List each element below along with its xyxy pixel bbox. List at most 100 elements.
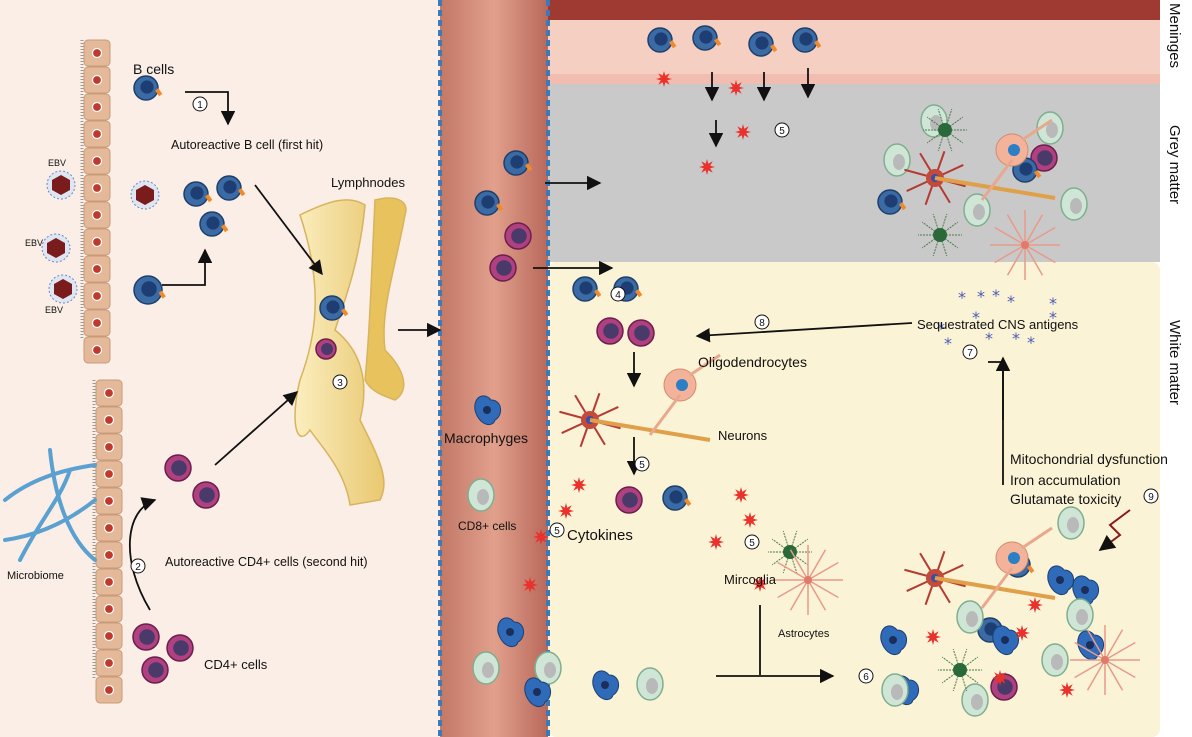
label-cd8-cells: CD8+ cells <box>458 519 516 533</box>
antigen-icon: * <box>958 288 966 307</box>
b-cell-icon <box>647 27 677 53</box>
epithelial-cell <box>83 309 111 337</box>
epithelial-cell <box>83 120 111 148</box>
cd8-cell-icon <box>636 667 664 701</box>
oligodendrocyte-icon <box>980 526 1053 609</box>
cytokine-icon <box>742 512 758 528</box>
step-marker: 5 <box>549 522 565 538</box>
b-cell-icon <box>133 275 166 305</box>
cd8-cell-icon <box>883 143 911 177</box>
cd8-cell-icon <box>1060 187 1088 221</box>
microglia-icon <box>918 213 962 257</box>
white-matter-region <box>548 262 1160 737</box>
step-marker: 7 <box>962 344 978 360</box>
epithelial-cell <box>95 379 123 407</box>
step-number: 8 <box>759 318 765 329</box>
cytokine-icon <box>522 577 538 593</box>
step-number: 6 <box>863 672 869 683</box>
cytokine-icon <box>728 80 744 96</box>
astrocyte-icon <box>1070 625 1140 695</box>
b-cell-icon <box>319 295 349 321</box>
cd8-cell-icon <box>881 673 909 707</box>
step-number: 5 <box>639 460 645 471</box>
antigen-icon: * <box>1027 333 1035 352</box>
step-marker: 2 <box>130 558 146 574</box>
cd4-cell-icon <box>141 656 169 684</box>
antigen-icon: * <box>1012 329 1020 348</box>
gut-epithelium-upper <box>80 39 111 364</box>
epithelial-cell <box>83 282 111 310</box>
step-marker: 5 <box>634 456 650 472</box>
grey-matter-region <box>548 82 1160 262</box>
cytokine-icon <box>733 487 749 503</box>
label-ebv-3: EBV <box>45 305 63 315</box>
epithelial-cell <box>95 433 123 461</box>
label-mito-dysfunction: Mitochondrial dysfunction <box>1010 451 1168 467</box>
epithelial-cell <box>95 406 123 434</box>
label-iron-accumulation: Iron accumulation <box>1010 472 1121 488</box>
cd8-cell-icon <box>472 651 500 685</box>
side-label-white-matter: White matter <box>1166 320 1183 405</box>
macrophage-icon <box>497 617 524 648</box>
cd8-cell-icon <box>1041 643 1069 677</box>
neuron-icon <box>904 550 1056 606</box>
antigen-icon: * <box>1049 308 1057 327</box>
blood-vessel <box>440 0 548 737</box>
antigens-layer: ************ <box>937 286 1057 353</box>
ebv-virus-icon <box>130 180 160 210</box>
cytokine-icon <box>533 529 549 545</box>
macrophage-icon <box>880 625 907 656</box>
astrocyte-icon <box>773 545 843 615</box>
label-astrocytes: Astrocytes <box>778 628 830 640</box>
gut-epithelium-lower <box>92 379 123 704</box>
label-neurons: Neurons <box>718 428 768 443</box>
b-cell-icon <box>133 75 163 101</box>
cd8-cell-icon <box>1036 111 1064 145</box>
cd4-cell-icon <box>489 254 517 282</box>
cd4-cell-icon <box>192 481 220 509</box>
arrows <box>129 68 1131 684</box>
label-sequestrated-antigens: Sequestrated CNS antigens <box>917 317 1079 332</box>
epithelial-cell <box>95 595 123 623</box>
label-microbiome: Microbiome <box>7 570 64 582</box>
cd8-cell-icon <box>1057 506 1085 540</box>
side-label-grey-matter: Grey matter <box>1166 125 1183 204</box>
epithelial-cell <box>95 487 123 515</box>
cytokine-icon <box>656 71 672 87</box>
label-ebv-1: EBV <box>48 158 66 168</box>
cd4-cell-icon <box>596 317 624 345</box>
epithelial-cell <box>95 460 123 488</box>
step-number: 1 <box>197 100 203 111</box>
epithelial-cell <box>83 93 111 121</box>
label-microglia: Mircoglia <box>724 572 777 587</box>
side-label-meninges: Meninges <box>1166 3 1183 68</box>
macrophage-icon <box>1077 630 1104 661</box>
microbiome-icon <box>3 448 97 562</box>
macrophage-icon <box>1072 575 1099 606</box>
cd8-cell-icon <box>961 683 989 717</box>
label-autoreactive-cd4: Autoreactive CD4+ cells (second hit) <box>165 555 368 569</box>
epithelial-cell <box>95 676 123 704</box>
step-marker: 5 <box>774 122 790 138</box>
step-number: 7 <box>967 348 973 359</box>
step-number: 2 <box>135 562 141 573</box>
meninges-top-layer <box>548 0 1192 20</box>
cd8-cell-icon <box>467 478 495 512</box>
epithelial-cell <box>83 147 111 175</box>
b-cell-icon <box>183 181 213 207</box>
cytokine-icon <box>992 670 1008 686</box>
step-marker: 9 <box>1143 488 1159 504</box>
label-autoreactive-b: Autoreactive B cell (first hit) <box>171 138 323 152</box>
macrophage-icon <box>992 625 1019 656</box>
antigen-icon: * <box>937 319 945 338</box>
epithelial-cell <box>83 336 111 364</box>
cd8-cell-icon <box>956 600 984 634</box>
epithelial-cell <box>83 255 111 283</box>
b-cell-icon <box>503 150 533 176</box>
macrophage-icon <box>1047 565 1074 596</box>
step-marker: 1 <box>192 96 208 112</box>
cd4-cell-icon <box>627 319 655 347</box>
cytokine-icon <box>699 159 715 175</box>
label-b-cells: B cells <box>133 61 174 77</box>
